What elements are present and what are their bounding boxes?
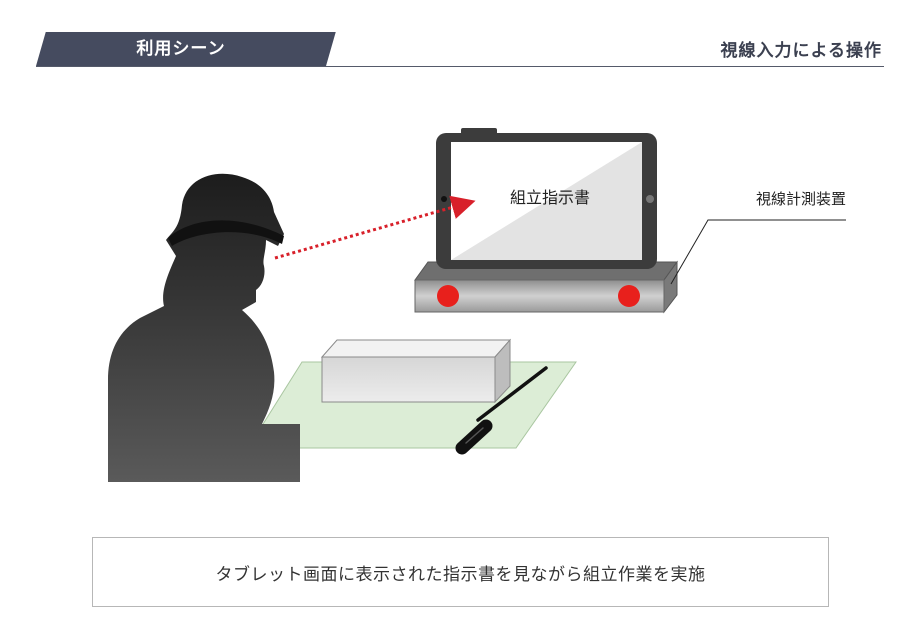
hard-hat [168,220,284,246]
sensor-right-dot [618,285,640,307]
header-divider [36,66,884,67]
camera-icon [441,196,447,202]
workpiece-block [320,338,512,404]
worker-silhouette [108,173,300,482]
screwdriver-icon [455,366,548,455]
device-label: 視線計測装置 [756,190,846,208]
eye-tracker-device [414,260,678,314]
screen-text: 組立指示書 [510,188,590,207]
device-callout: 視線計測装置 [670,190,846,285]
page-subtitle: 視線入力による操作 [720,41,882,61]
sensor-left-dot [437,285,459,307]
tablet-device: 組立指示書 [436,128,657,269]
section-title: 利用シーン [136,39,226,59]
usage-scene-diagram: 組立指示書 視線計測装置 [108,128,846,482]
gaze-arrow [274,195,476,260]
home-button-icon [646,195,654,203]
scene-caption: タブレット画面に表示された指示書を見ながら組立作業を実施 [92,537,829,607]
